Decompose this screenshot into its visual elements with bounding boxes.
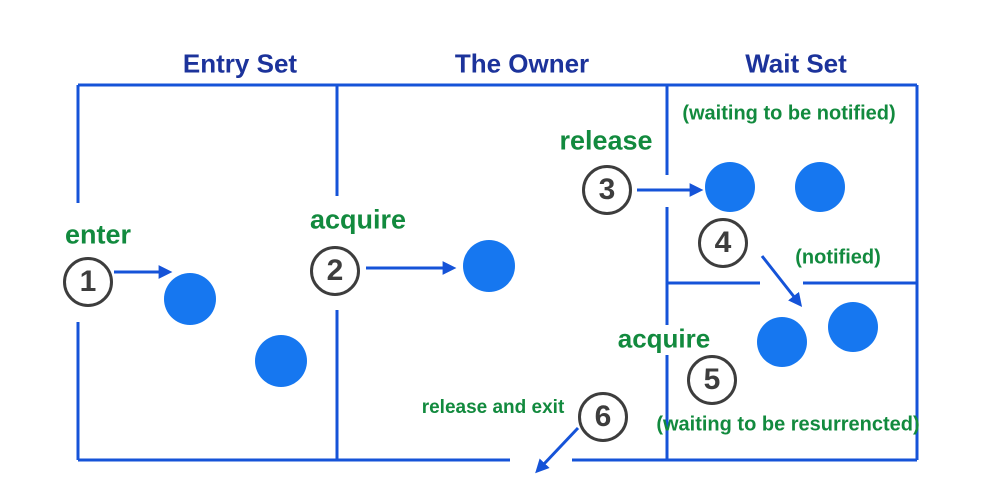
arrow-step6-exit [535,426,580,474]
label-enter: enter [64,219,132,250]
label-release-and-exit: release and exit [421,397,565,418]
thread-dot-wait-notify-1 [705,162,755,212]
header-wait-set: Wait Set [745,48,847,79]
header-entry-set: Entry Set [182,48,298,79]
step-circle-1: 1 [63,257,113,307]
label-acquire-wait: acquire [617,323,711,354]
step-circle-3: 3 [582,165,632,215]
label-acquire-owner: acquire [309,204,407,235]
thread-dot-entry-2 [255,335,307,387]
step-circle-2: 2 [310,246,360,296]
thread-dot-wait-notify-2 [795,162,845,212]
label-release: release [559,125,653,156]
header-the-owner: The Owner [454,48,590,79]
step-circle-6: 6 [578,392,628,442]
label-waiting-to-be-notified: (waiting to be notified) [682,102,896,125]
step-circle-4: 4 [698,218,748,268]
step-circle-5: 5 [687,355,737,405]
arrow-step4-notified [760,255,803,307]
thread-dot-entry-1 [164,273,216,325]
label-waiting-to-be-resurrected: (waiting to be resurrencted) [656,413,920,436]
thread-dot-wait-resurrect-2 [828,302,878,352]
thread-dot-wait-resurrect-1 [757,317,807,367]
thread-dot-owner [463,240,515,292]
label-notified: (notified) [795,246,881,269]
